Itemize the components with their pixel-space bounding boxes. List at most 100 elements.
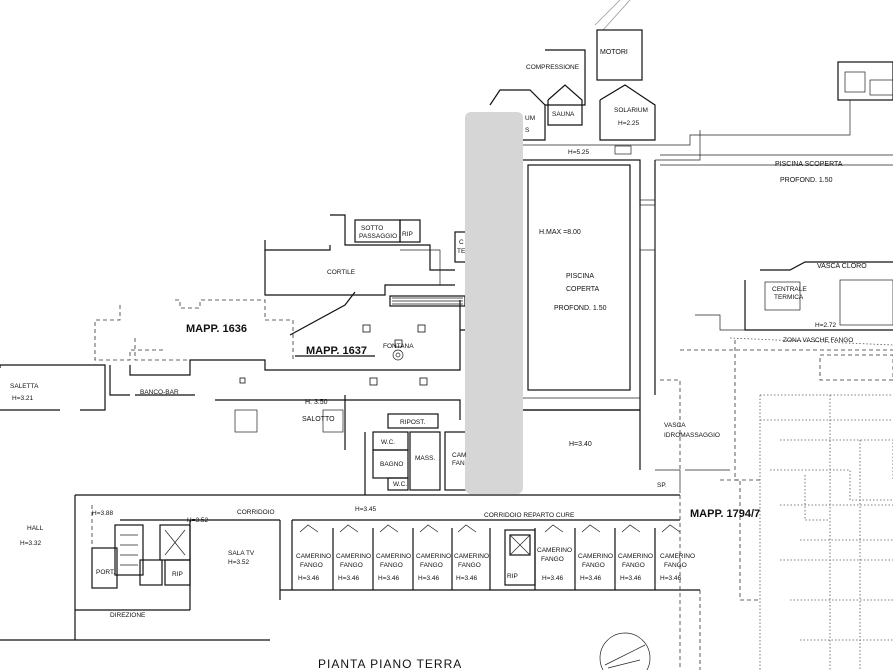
camerino-height: H=3.46 (298, 575, 320, 582)
camerino-label: CAMERINO (454, 553, 489, 560)
camerino-height: H=3.46 (378, 575, 400, 582)
camerino-label: CAMERINO (296, 553, 331, 560)
camerino-label: FANGO (664, 562, 687, 569)
top-right-structure (837, 61, 893, 101)
indoor-pool-basin (527, 164, 631, 391)
label-cam-partial: CAM (452, 452, 466, 459)
label-compressione: COMPRESSIONE (526, 64, 580, 71)
label-wc-2: W.C. (393, 481, 407, 488)
camerino-height: H=3.46 (542, 575, 564, 582)
camerino-4: CAMERINO FANGO H=3.46 (416, 553, 451, 582)
camerino-label: CAMERINO (660, 553, 695, 560)
camerino-label: CAMERINO (416, 553, 451, 560)
label-fontana: FONTANA (383, 343, 414, 350)
camerino-2: CAMERINO FANGO H=3.46 (336, 553, 371, 582)
labels: MOTORI COMPRESSIONE SAUNA SOLARIUM H=2.2… (10, 49, 867, 670)
camerino-height: H=3.46 (456, 575, 478, 582)
label-direzione: DIREZIONE (110, 612, 146, 619)
camerino-6: CAMERINO FANGO H=3.46 (537, 547, 572, 582)
label-mapp-1637: MAPP. 1637 (306, 345, 367, 357)
camerino-label: FANGO (541, 556, 564, 563)
label-ripost: RIPOST. (400, 419, 425, 426)
label-h-272: H=2.72 (815, 322, 837, 329)
label-h-388: H=3.88 (92, 510, 114, 517)
label-sotto: SOTTO (361, 225, 383, 232)
label-sauna: SAUNA (552, 111, 575, 118)
camerino-height: H=3.46 (620, 575, 642, 582)
label-h-525: H=5.25 (568, 149, 590, 156)
label-centrale: CENTRALE (772, 286, 807, 293)
indoor-pool (514, 159, 656, 411)
label-vasca: VASCA (664, 422, 686, 429)
camerino-label: FANGO (420, 562, 443, 569)
label-hall: HALL (27, 525, 44, 532)
label-saletta-h: H=3.21 (12, 395, 34, 402)
label-passaggio: PASSAGGIO (359, 233, 397, 240)
label-saletta: SALETTA (10, 383, 39, 390)
camerino-label: CAMERINO (618, 553, 653, 560)
camerino-label: CAMERINO (537, 547, 572, 554)
label-vasca-cloro: VASCA CLORO (817, 263, 867, 270)
courtyard-area (264, 214, 471, 336)
label-h-340: H=3.40 (569, 441, 592, 448)
stair (114, 524, 144, 576)
label-rip-a: RIP (172, 571, 183, 578)
label-termica: TERMICA (774, 294, 804, 301)
label-sp: SP. (657, 482, 667, 489)
label-coperta: COPERTA (566, 286, 600, 293)
camerino-height: H=3.46 (418, 575, 440, 582)
camerino-label: FANGO (300, 562, 323, 569)
label-motori: MOTORI (600, 49, 628, 56)
label-h-352-b: H=3.52 (228, 559, 250, 566)
camerino-3: CAMERINO FANGO H=3.46 (376, 553, 411, 582)
label-rip-top: RIP (402, 231, 413, 238)
label-mass: MASS. (415, 455, 435, 462)
label-hall-h: H=3.32 (20, 540, 42, 547)
camerino-9: CAMERINO FANGO H=3.46 (660, 553, 695, 582)
vasche-fango-zone (660, 261, 893, 670)
label-profond-a: PROFOND. 1.50 (780, 177, 833, 184)
camerino-label: CAMERINO (336, 553, 371, 560)
camerino-5: CAMERINO FANGO H=3.46 (454, 553, 489, 582)
camerino-height: H=3.46 (660, 575, 682, 582)
label-h-352-a: H=3.52 (187, 517, 209, 524)
label-piscina-scoperta: PISCINA SCOPERTA (775, 161, 843, 168)
label-rip-b: RIP (507, 573, 518, 580)
camerino-label: CAMERINO (376, 553, 411, 560)
camerino-label: FANGO (380, 562, 403, 569)
camerino-label: CAMERINO (578, 553, 613, 560)
label-fan-partial: FAN (452, 460, 465, 467)
mapp-1636-outline (94, 299, 294, 361)
label-piscina: PISCINA (566, 273, 594, 280)
redacted-blur-strip (465, 112, 523, 494)
north-arrow (599, 632, 651, 670)
label-partial-c: C (459, 239, 464, 246)
camerino-7: CAMERINO FANGO H=3.46 (578, 553, 613, 582)
camerino-height: H=3.46 (338, 575, 360, 582)
label-idromassaggio: IDROMASSAGGIO (664, 432, 720, 439)
fountain-symbol (392, 349, 404, 361)
label-wc-1: W.C. (381, 439, 395, 446)
label-partial-um: UM (525, 115, 535, 122)
label-cortile: CORTILE (327, 269, 356, 276)
camerino-label: FANGO (582, 562, 605, 569)
label-corridoio: CORRIDOIO (237, 509, 275, 516)
label-h-350: H. 3.50 (305, 399, 328, 406)
label-port: PORT. (96, 569, 115, 576)
label-hmax: H.MAX =8.00 (539, 229, 581, 236)
camerino-1: CAMERINO FANGO H=3.46 (296, 553, 331, 582)
camerino-8: CAMERINO FANGO H=3.46 (618, 553, 653, 582)
label-solarium-h: H=2.25 (618, 120, 640, 127)
label-sala-tv: SALA TV (228, 550, 255, 557)
plan-title: PIANTA PIANO TERRA (318, 657, 462, 670)
camerino-label: FANGO (622, 562, 645, 569)
label-mapp-1636: MAPP. 1636 (186, 323, 247, 335)
label-zona-vasche: ZONA VASCHE FANGO (783, 337, 853, 344)
motori-room (596, 29, 643, 81)
label-h-345: H=3.45 (355, 506, 377, 513)
main-building (0, 300, 730, 641)
label-partial-te: TE (457, 248, 466, 255)
label-salotto: SALOTTO (302, 416, 335, 423)
label-corridoio-reparto: CORRIDOIO REPARTO CURE (484, 512, 575, 519)
